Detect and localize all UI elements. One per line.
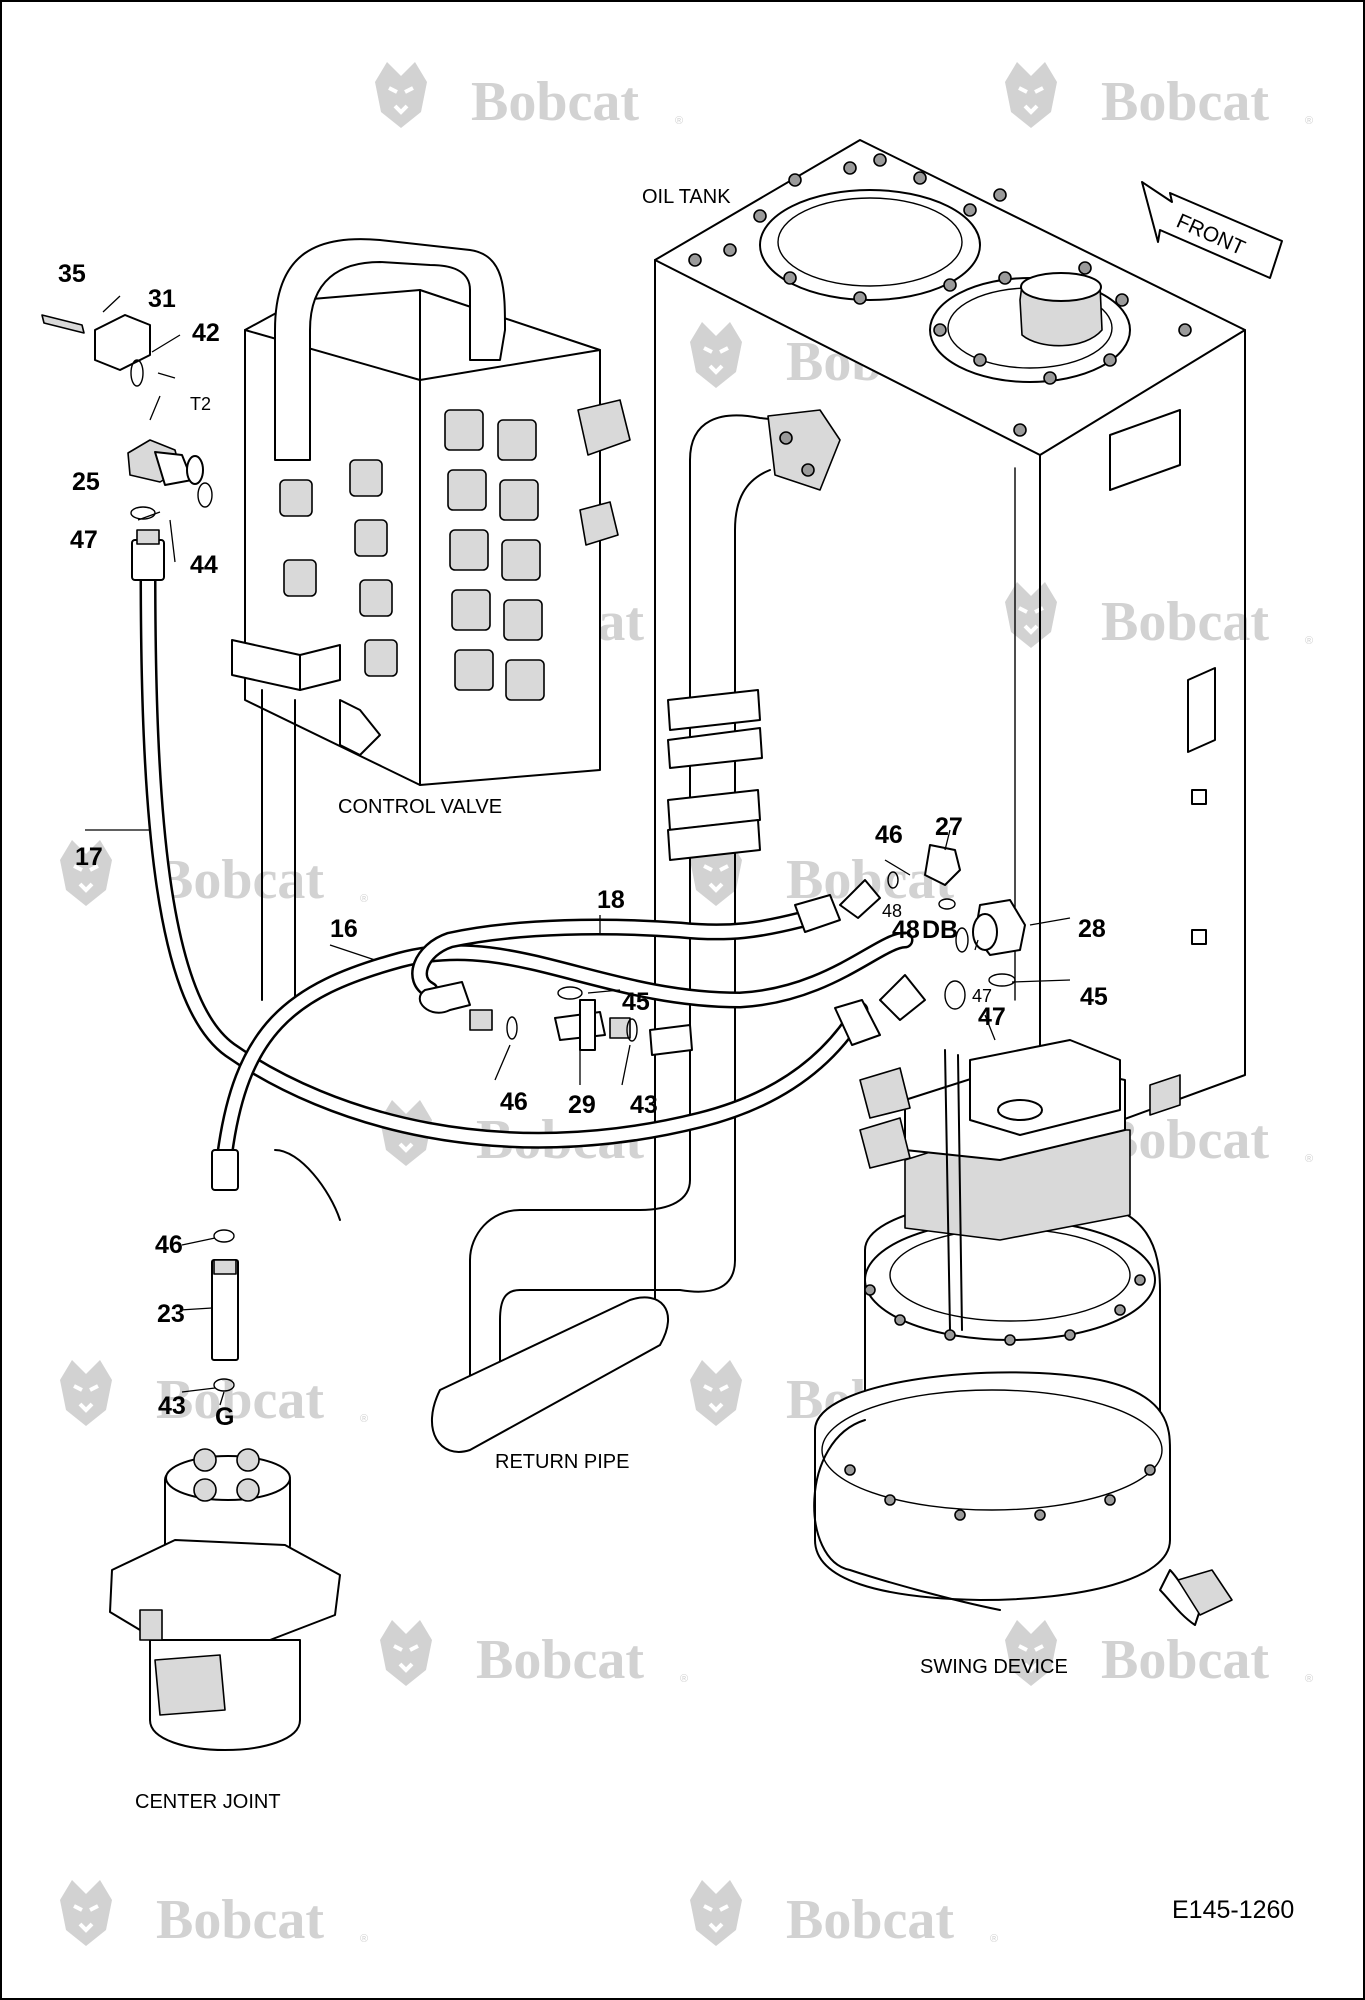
port-label-db: DB	[922, 916, 958, 944]
svg-text:Bobcat: Bobcat	[471, 71, 639, 133]
callout-17: 17	[75, 843, 103, 871]
callout-28: 28	[1078, 915, 1106, 943]
swing-device-label: SWING DEVICE	[920, 1656, 1068, 1678]
center-joint-label: CENTER JOINT	[135, 1791, 281, 1813]
svg-text:®: ®	[1305, 115, 1313, 127]
svg-text:Bobcat: Bobcat	[1101, 591, 1269, 653]
callout-23: 23	[157, 1300, 185, 1328]
callout-18: 18	[597, 886, 625, 914]
oil-tank: OIL TANK	[642, 139, 1246, 1321]
front-direction-arrow: FRONT	[1141, 181, 1283, 279]
svg-text:®: ®	[1305, 1673, 1313, 1685]
drawing-code: E145-1260	[1172, 1896, 1294, 1924]
center-joint: CENTER JOINT	[109, 1448, 341, 1813]
return-pipe-label: RETURN PIPE	[495, 1451, 629, 1473]
callout-48: 48	[892, 916, 920, 944]
callout-35: 35	[58, 260, 86, 288]
svg-text:Bobcat: Bobcat	[786, 1889, 954, 1951]
svg-text:Bobcat: Bobcat	[156, 1889, 324, 1951]
fittings	[41, 314, 1026, 1392]
svg-text:Bobcat: Bobcat	[156, 849, 324, 911]
port-label-g: G	[215, 1403, 234, 1431]
callout-45: 45	[622, 988, 650, 1016]
callout-46: 46	[875, 821, 903, 849]
svg-text:Bobcat: Bobcat	[1101, 1629, 1269, 1691]
callout-47: 47	[70, 526, 98, 554]
callout-31: 31	[148, 285, 176, 313]
leader-lines	[85, 295, 1071, 1406]
callout-48: 48	[882, 901, 902, 921]
callout-44: 44	[190, 551, 218, 579]
svg-text:®: ®	[360, 1413, 368, 1425]
svg-text:®: ®	[990, 1933, 998, 1945]
svg-text:®: ®	[680, 1673, 688, 1685]
callout-45: 45	[1080, 983, 1108, 1011]
hose-18	[411, 879, 881, 1014]
callout-47: 47	[972, 986, 992, 1006]
svg-text:®: ®	[1305, 635, 1313, 647]
control-valve-label: CONTROL VALVE	[338, 796, 502, 818]
hose-16	[211, 931, 926, 1191]
svg-text:Bobcat: Bobcat	[1101, 71, 1269, 133]
oil-tank-label: OIL TANK	[642, 186, 731, 208]
callout-47: 47	[978, 1003, 1006, 1031]
svg-text:®: ®	[360, 1933, 368, 1945]
svg-text:®: ®	[1305, 1153, 1313, 1165]
callout-29: 29	[568, 1091, 596, 1119]
callout-43: 43	[630, 1091, 658, 1119]
callout-numbers: 35 31 42 T2 25 47 44 17 16 18 45 46 29 4…	[58, 260, 1108, 1431]
callout-43: 43	[158, 1392, 186, 1420]
callout-46: 46	[155, 1231, 183, 1259]
return-pipe: RETURN PIPE	[274, 409, 841, 1473]
port-label-t2: T2	[190, 394, 211, 414]
control-valve: CONTROL VALVE	[231, 238, 631, 1001]
callout-16: 16	[330, 915, 358, 943]
callout-27: 27	[935, 813, 963, 841]
callout-46: 46	[500, 1088, 528, 1116]
swing-device: SWING DEVICE	[813, 980, 1233, 1678]
callout-42: 42	[192, 319, 220, 347]
svg-text:Bobcat: Bobcat	[156, 1369, 324, 1431]
svg-text:®: ®	[675, 115, 683, 127]
svg-text:Bobcat: Bobcat	[476, 1629, 644, 1691]
hose-17	[131, 529, 869, 1149]
svg-text:®: ®	[360, 893, 368, 905]
callout-25: 25	[72, 468, 100, 496]
